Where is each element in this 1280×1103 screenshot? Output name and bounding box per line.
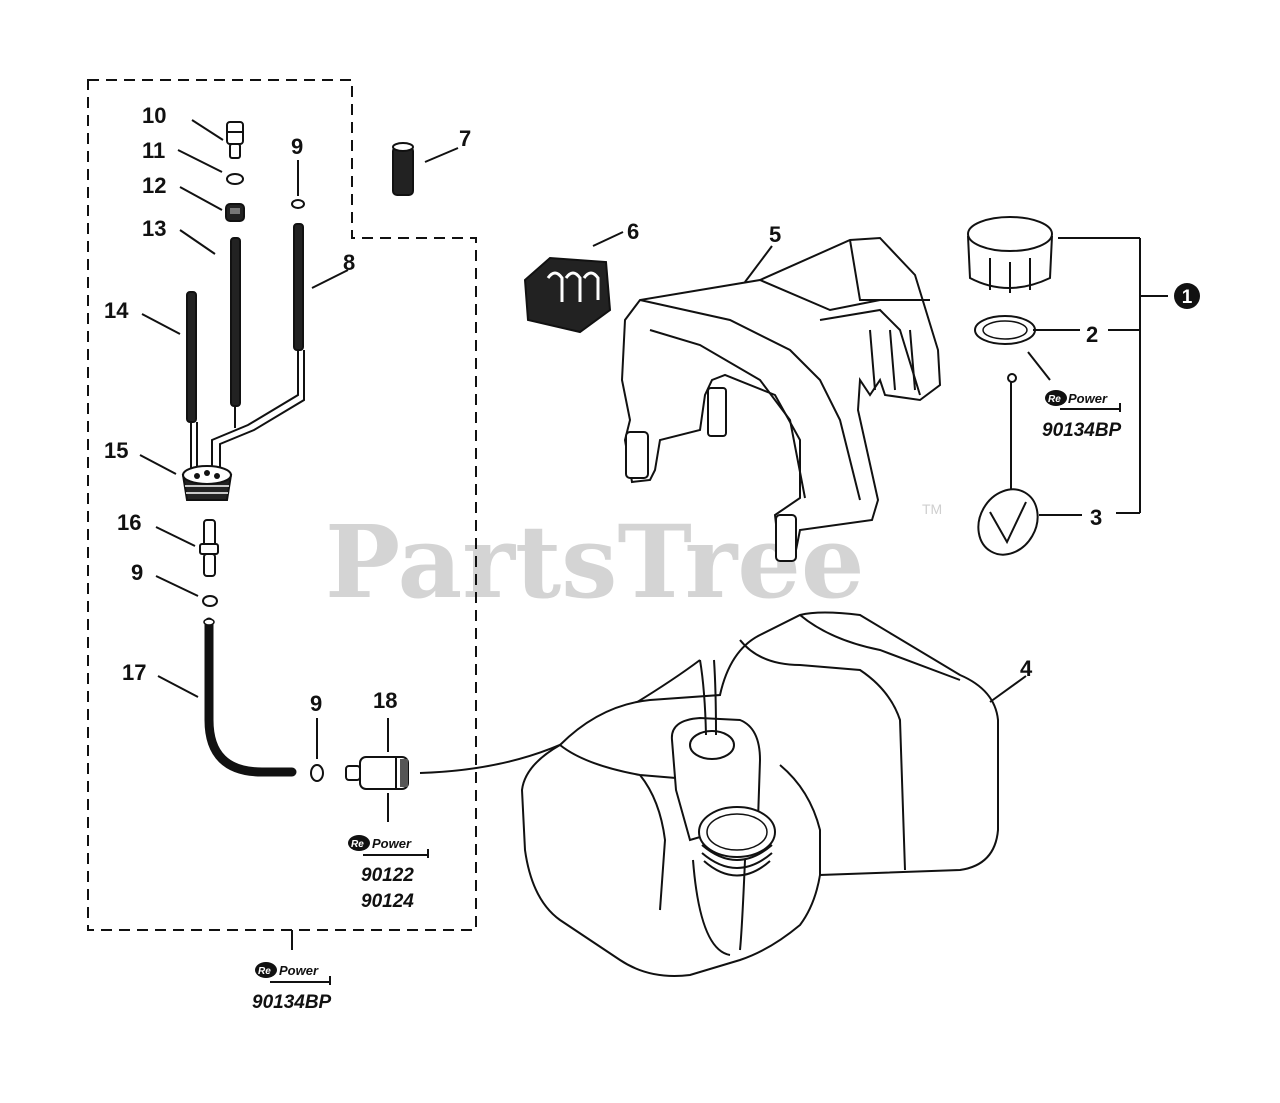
callout-5: 5 xyxy=(769,222,781,247)
part-3-tether-filter[interactable] xyxy=(967,373,1049,565)
part-18-fuel-filter[interactable] xyxy=(345,756,409,790)
callout-10: 10 xyxy=(142,103,166,128)
part-9-o-ring-lower[interactable] xyxy=(310,764,324,782)
part-17-fuel-hose[interactable] xyxy=(204,617,297,777)
kit-code-cap: 90134BP xyxy=(1042,420,1122,441)
kit-code-filter-1: 90122 xyxy=(361,865,414,886)
callout-9-top: 9 xyxy=(291,134,303,159)
callout-2: 2 xyxy=(1086,322,1098,347)
partstree-watermark: PartsTree xyxy=(325,503,865,621)
svg-text:Power: Power xyxy=(279,963,319,978)
callout-7: 7 xyxy=(459,126,471,151)
part-11-o-ring[interactable] xyxy=(226,173,244,185)
assembly-dashed-box xyxy=(87,79,477,931)
svg-text:Power: Power xyxy=(1068,391,1108,406)
callout-16: 16 xyxy=(117,510,141,535)
part-16-fitting[interactable] xyxy=(199,519,219,577)
callout-13: 13 xyxy=(142,216,166,241)
part-4-fuel-tank[interactable] xyxy=(520,611,999,977)
part-5-tank-bracket[interactable] xyxy=(620,236,942,562)
callout-18: 18 xyxy=(373,688,397,713)
leader-lines xyxy=(139,119,1168,822)
callout-15: 15 xyxy=(104,438,128,463)
part-14-fuel-line[interactable] xyxy=(186,291,197,423)
part-2-gasket[interactable] xyxy=(974,315,1036,345)
callout-12: 12 xyxy=(142,173,166,198)
part-6-filter-pad[interactable] xyxy=(523,256,612,334)
repower-logo-assembly: Re Power xyxy=(255,962,331,985)
repower-logo-filter: Re Power xyxy=(348,835,429,858)
part-9-o-ring-top[interactable] xyxy=(291,199,305,209)
callout-1-badge xyxy=(1174,283,1200,309)
trademark-mark: TM xyxy=(922,501,942,517)
part-13-fuel-line[interactable] xyxy=(230,237,241,407)
svg-text:Re: Re xyxy=(1048,394,1061,405)
callout-3: 3 xyxy=(1090,505,1102,530)
callout-4: 4 xyxy=(1020,656,1033,681)
part-1-fuel-cap[interactable] xyxy=(967,216,1053,293)
part-10-fitting[interactable] xyxy=(226,121,244,159)
callout-9-lower: 9 xyxy=(310,691,322,716)
part-9-o-ring-middle[interactable] xyxy=(202,595,218,607)
callout-8: 8 xyxy=(343,250,355,275)
callout-17: 17 xyxy=(122,660,146,685)
part-12-grommet[interactable] xyxy=(225,203,245,222)
callout-14: 14 xyxy=(104,298,129,323)
svg-text:Re: Re xyxy=(258,966,271,977)
kit-code-assembly: 90134BP xyxy=(252,992,332,1013)
part-7-line[interactable] xyxy=(392,142,414,196)
callout-6: 6 xyxy=(627,219,639,244)
callout-11: 11 xyxy=(142,138,165,163)
kit-code-filter-2: 90124 xyxy=(361,891,414,912)
svg-text:Power: Power xyxy=(372,836,412,851)
svg-text:Re: Re xyxy=(351,839,364,850)
part-15-tank-grommet[interactable] xyxy=(181,465,233,501)
repower-logo-cap: Re Power xyxy=(1045,390,1121,412)
callout-1: 1 xyxy=(1182,287,1193,308)
callout-9-middle: 9 xyxy=(131,560,143,585)
part-8-fuel-line[interactable] xyxy=(293,223,304,351)
